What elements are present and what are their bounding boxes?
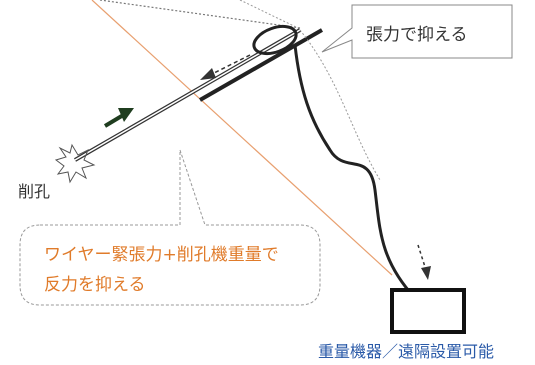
- tension-label: 張力で抑える: [366, 25, 468, 45]
- push-arrow-head: [118, 108, 134, 122]
- equipment-arrow-shaft: [417, 244, 427, 271]
- dashed-arrow-head: [200, 68, 216, 80]
- tension-callout-box: [321, 4, 513, 59]
- reaction-label-line2: 反力を抑える: [44, 275, 146, 295]
- drill-hole-burst: [54, 143, 96, 184]
- heavy-equipment-box: [390, 288, 466, 334]
- reaction-callout-box: [19, 149, 321, 306]
- drill-rod-inner: [74, 29, 301, 161]
- dotted-guide-top-right: [239, 0, 299, 29]
- slope-line: [91, 0, 393, 276]
- wire-loop: [252, 24, 298, 56]
- drill-rod-thick-segment: [199, 28, 323, 102]
- drill-hole-label: 削孔: [18, 182, 51, 201]
- equipment-arrow-head: [421, 266, 431, 280]
- reaction-label-line1: ワイヤー緊張力+削孔機重量で: [44, 245, 279, 265]
- dashed-arrow-shaft: [209, 54, 251, 76]
- dotted-guide-top-left: [99, 0, 301, 29]
- heavy-equipment-label: 重量機器／遠隔設置可能: [318, 342, 495, 361]
- tension-wire: [293, 44, 417, 300]
